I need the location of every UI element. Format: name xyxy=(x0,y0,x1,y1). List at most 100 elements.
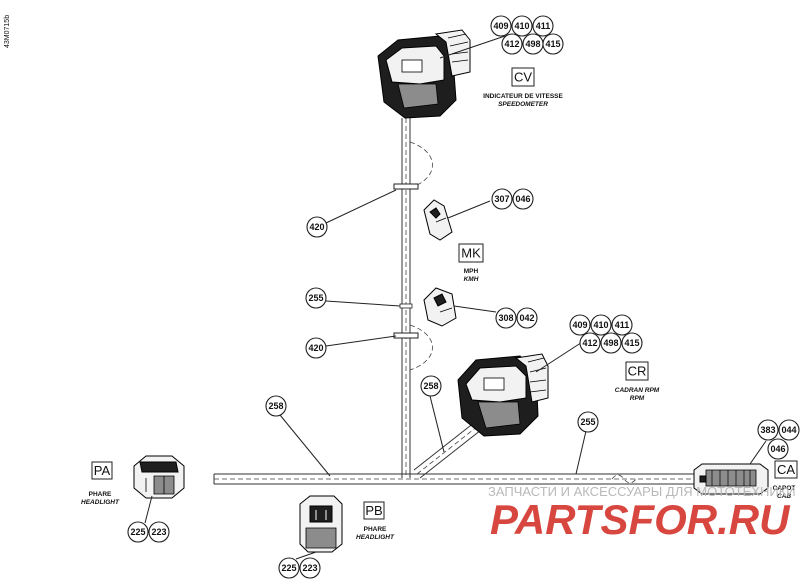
loop-upper xyxy=(409,141,433,189)
svg-text:307: 307 xyxy=(494,194,509,204)
callout-bubble: 410 xyxy=(590,314,612,336)
svg-text:415: 415 xyxy=(624,338,639,348)
cr-label-group: CR CADRAN RPM RPM xyxy=(615,361,660,402)
leader-lines xyxy=(144,35,767,560)
callout-bubble: 255 xyxy=(305,287,327,309)
cr-label-fr: CADRAN RPM xyxy=(615,387,660,394)
cr-callouts: 409 410 411 412 498 415 xyxy=(569,314,643,354)
callout-bubble: 410 xyxy=(511,15,533,37)
svg-text:420: 420 xyxy=(308,343,323,353)
svg-text:225: 225 xyxy=(281,563,296,573)
harness-wires xyxy=(213,118,700,485)
svg-text:046: 046 xyxy=(770,444,785,454)
cv-label-en: SPEEDOMETER xyxy=(498,101,548,108)
cr-label-en: RPM xyxy=(630,395,645,402)
watermark-text: ЗАПЧАСТИ И АКСЕССУАРЫ ДЛЯ МОТОТЕХНИКИ xyxy=(488,484,796,499)
ca-callouts: 383 044 046 xyxy=(757,419,800,460)
svg-text:046: 046 xyxy=(515,194,530,204)
branch-wire-a xyxy=(413,421,476,471)
rpm-connector xyxy=(457,353,549,437)
svg-text:409: 409 xyxy=(493,21,508,31)
headlight-connector-pa xyxy=(133,455,185,499)
ca-label-group: CA CAPOT CAB xyxy=(773,460,798,500)
callout-bubble: 409 xyxy=(569,314,591,336)
callout-bubble: 412 xyxy=(579,332,601,354)
connector-code-cr: CR xyxy=(628,364,647,379)
pa-label-group: PA PHARE HEADLIGHT xyxy=(81,461,120,506)
tie-strap-lower xyxy=(393,332,419,339)
svg-text:255: 255 xyxy=(308,293,323,303)
svg-text:420: 420 xyxy=(309,222,324,232)
connector-code-pa: PA xyxy=(94,463,111,478)
callout-bubble: 409 xyxy=(490,15,512,37)
callout-bubble: 412 xyxy=(501,33,523,55)
clip-mid xyxy=(399,303,413,309)
svg-text:411: 411 xyxy=(615,320,630,330)
svg-text:498: 498 xyxy=(603,338,618,348)
pb-callouts: 225 223 xyxy=(278,557,321,579)
loop-lower xyxy=(409,324,433,371)
callout-bubble: 420 xyxy=(305,337,327,359)
connector-code-mk: MK xyxy=(461,246,481,261)
connector-code-ca: CA xyxy=(777,462,795,477)
svg-text:409: 409 xyxy=(572,320,587,330)
branch-wire-center xyxy=(416,425,479,475)
connector-code-pb: PB xyxy=(365,503,382,518)
svg-text:498: 498 xyxy=(525,39,540,49)
svg-text:258: 258 xyxy=(268,401,283,411)
callout-bubble: 046 xyxy=(767,438,789,460)
pb-label-en: HEADLIGHT xyxy=(356,534,395,541)
mk-label-kmh: KMH xyxy=(464,276,479,283)
pa-callouts: 225 223 xyxy=(127,521,170,543)
connector-code-box xyxy=(774,460,798,479)
svg-text:223: 223 xyxy=(302,563,317,573)
callout-bubble: 498 xyxy=(600,332,622,354)
svg-text:044: 044 xyxy=(781,425,796,435)
callout-bubble: 223 xyxy=(148,521,170,543)
connector-code-box xyxy=(625,361,649,381)
callout-bubble: 042 xyxy=(516,307,538,329)
connector-code-box xyxy=(458,243,484,263)
callout-bubble: 383 xyxy=(757,419,779,441)
watermark: ЗАПЧАСТИ И АКСЕССУАРЫ ДЛЯ МОТОТЕХНИКИ PA… xyxy=(488,484,796,543)
callout-bubble: 308 xyxy=(495,307,517,329)
callout-bubble: 223 xyxy=(299,557,321,579)
pb-label-group: PB PHARE HEADLIGHT xyxy=(356,501,395,541)
svg-text:258: 258 xyxy=(423,381,438,391)
headlight-connector-pb xyxy=(299,495,343,553)
callout-bubble: 411 xyxy=(532,15,554,37)
figure-code: 43M0715b xyxy=(4,15,11,48)
speed-sensor-connector-upper xyxy=(423,199,453,241)
svg-text:415: 415 xyxy=(545,39,560,49)
mk-label-group: MK MPH KMH xyxy=(458,243,484,283)
pa-label-fr: PHARE xyxy=(89,491,112,498)
cv-callouts: 409 410 411 412 498 415 xyxy=(490,15,564,55)
watermark-logo: PARTSFOR.RU xyxy=(490,496,791,543)
tie-strap-upper xyxy=(393,183,419,190)
cv-label-fr: INDICATEUR DE VITESSE xyxy=(483,93,563,100)
callout-bubble: 046 xyxy=(512,188,534,210)
callout-bubble: 258 xyxy=(265,395,287,417)
branch-wire-b xyxy=(419,429,482,479)
speedometer-connector xyxy=(377,29,471,119)
callout-bubble: 420 xyxy=(306,216,328,238)
callout-bubble: 255 xyxy=(577,411,599,433)
svg-text:255: 255 xyxy=(580,417,595,427)
connector-code-cv: CV xyxy=(514,70,532,85)
connector-code-box xyxy=(511,67,535,87)
svg-text:410: 410 xyxy=(593,320,608,330)
callout-bubble: 411 xyxy=(611,314,633,336)
svg-text:410: 410 xyxy=(514,21,529,31)
svg-text:225: 225 xyxy=(130,527,145,537)
speed-sensor-connector-lower xyxy=(423,287,457,327)
wire-callouts: 420 255 420 258 258 255 xyxy=(265,216,599,433)
svg-text:411: 411 xyxy=(536,21,551,31)
pb-label-fr: PHARE xyxy=(364,526,387,533)
connector-code-box xyxy=(91,461,113,480)
mk-lower-callouts: 308 042 xyxy=(495,307,538,329)
wire-squiggle xyxy=(611,474,637,484)
mk-upper-callouts: 307 046 xyxy=(491,188,534,210)
callout-bubble: 498 xyxy=(522,33,544,55)
svg-text:412: 412 xyxy=(504,39,519,49)
callout-bubble: 225 xyxy=(127,521,149,543)
